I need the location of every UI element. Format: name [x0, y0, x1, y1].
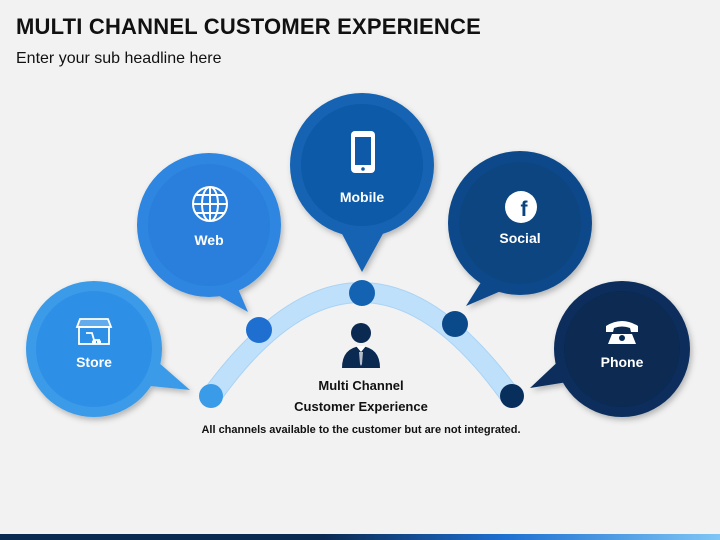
- arc-dot-web: [246, 317, 272, 343]
- channel-store: [26, 281, 190, 417]
- arc-dot-store: [199, 384, 223, 408]
- globe-icon: [192, 186, 228, 222]
- mobile-icon: [351, 131, 375, 173]
- channel-label-web: Web: [194, 232, 223, 248]
- channel-mobile: [290, 93, 434, 272]
- facebook-icon: f: [505, 191, 537, 223]
- channel-web: [137, 153, 281, 312]
- arc-dot-phone: [500, 384, 524, 408]
- center-title-line1: Multi Channel: [318, 378, 403, 393]
- person-icon: [342, 323, 380, 368]
- channel-label-store: Store: [76, 354, 112, 370]
- store-icon: [75, 318, 113, 345]
- channel-social: [448, 151, 592, 306]
- footer-bar: [0, 534, 720, 540]
- center-title-line2: Customer Experience: [294, 399, 428, 414]
- svg-text:f: f: [521, 198, 529, 221]
- arc-dot-social: [442, 311, 468, 337]
- phone-icon: [606, 321, 638, 344]
- channel-label-mobile: Mobile: [340, 189, 385, 205]
- channel-label-social: Social: [499, 230, 540, 246]
- center-note: All channels available to the customer b…: [201, 424, 520, 436]
- arc-dot-mobile: [349, 280, 375, 306]
- channel-phone: [530, 281, 690, 417]
- channel-label-phone: Phone: [601, 354, 644, 370]
- page-title: MULTI CHANNEL CUSTOMER EXPERIENCE: [16, 14, 481, 39]
- page-subtitle: Enter your sub headline here: [16, 50, 222, 67]
